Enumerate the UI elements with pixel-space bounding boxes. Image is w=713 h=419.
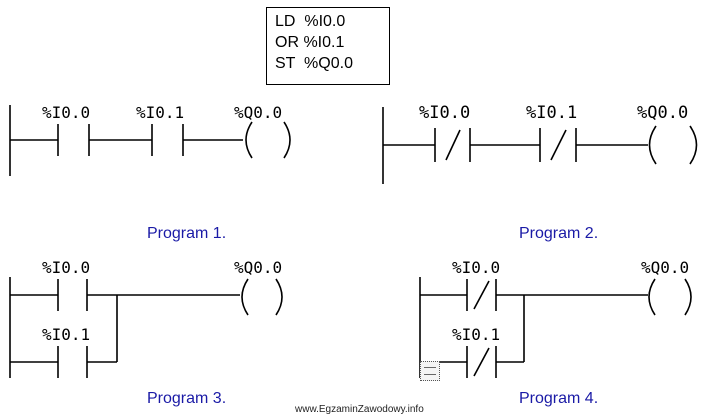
program-2-coil-left — [648, 125, 657, 165]
program-4-caption: Program 4. — [519, 390, 599, 407]
program-1-coil-right — [283, 121, 291, 159]
stl-instruction-list: LD %I0.0 OR %I0.1 ST %Q0.0 — [266, 7, 390, 85]
program-2-caption: Program 2. — [519, 225, 599, 242]
program-4-ladder — [419, 277, 692, 378]
program-3-caption: Program 3. — [147, 390, 227, 407]
program-3-ladder — [9, 277, 283, 378]
program-2-contact-a-slash — [445, 129, 461, 161]
program-2-coil-right — [689, 125, 698, 165]
program-1-coil-left — [245, 121, 253, 159]
stl-line-2: OR %I0.1 — [275, 34, 345, 51]
program-4-coil-label: %Q0.0 — [641, 258, 690, 277]
watermark-stamp-icon — [420, 361, 440, 381]
program-4-contact-b-slash — [473, 347, 490, 377]
program-1-coil-label: %Q0.0 — [234, 103, 283, 122]
program-3-contact-a-label: %I0.0 — [42, 258, 91, 277]
program-3-coil-right — [275, 278, 283, 316]
program-2-contact-b-label: %I0.1 — [526, 103, 578, 123]
program-2-ladder — [382, 107, 698, 184]
program-2-contact-a-label: %I0.0 — [419, 103, 471, 123]
program-1-contact-a-label: %I0.0 — [42, 103, 91, 122]
program-3-contact-b-label: %I0.1 — [42, 325, 91, 344]
program-4-coil-left — [648, 278, 656, 316]
program-1-contact-b-label: %I0.1 — [136, 103, 185, 122]
program-3-coil-left — [241, 278, 249, 316]
program-1-ladder — [9, 105, 291, 176]
program-1-caption: Program 1. — [147, 225, 227, 242]
program-2-coil-label: %Q0.0 — [637, 103, 689, 123]
stl-line-1: LD %I0.0 — [275, 13, 346, 30]
program-4-contact-a-slash — [473, 280, 490, 310]
program-2-contact-b-slash — [550, 129, 567, 161]
program-4-contact-b-label: %I0.1 — [452, 325, 501, 344]
program-3-coil-label: %Q0.0 — [234, 258, 283, 277]
program-4-contact-a-label: %I0.0 — [452, 258, 501, 277]
footer-watermark: www.EgzaminZawodowy.info — [295, 404, 424, 415]
stl-line-3: ST %Q0.0 — [275, 55, 353, 72]
program-4-coil-right — [684, 278, 692, 316]
